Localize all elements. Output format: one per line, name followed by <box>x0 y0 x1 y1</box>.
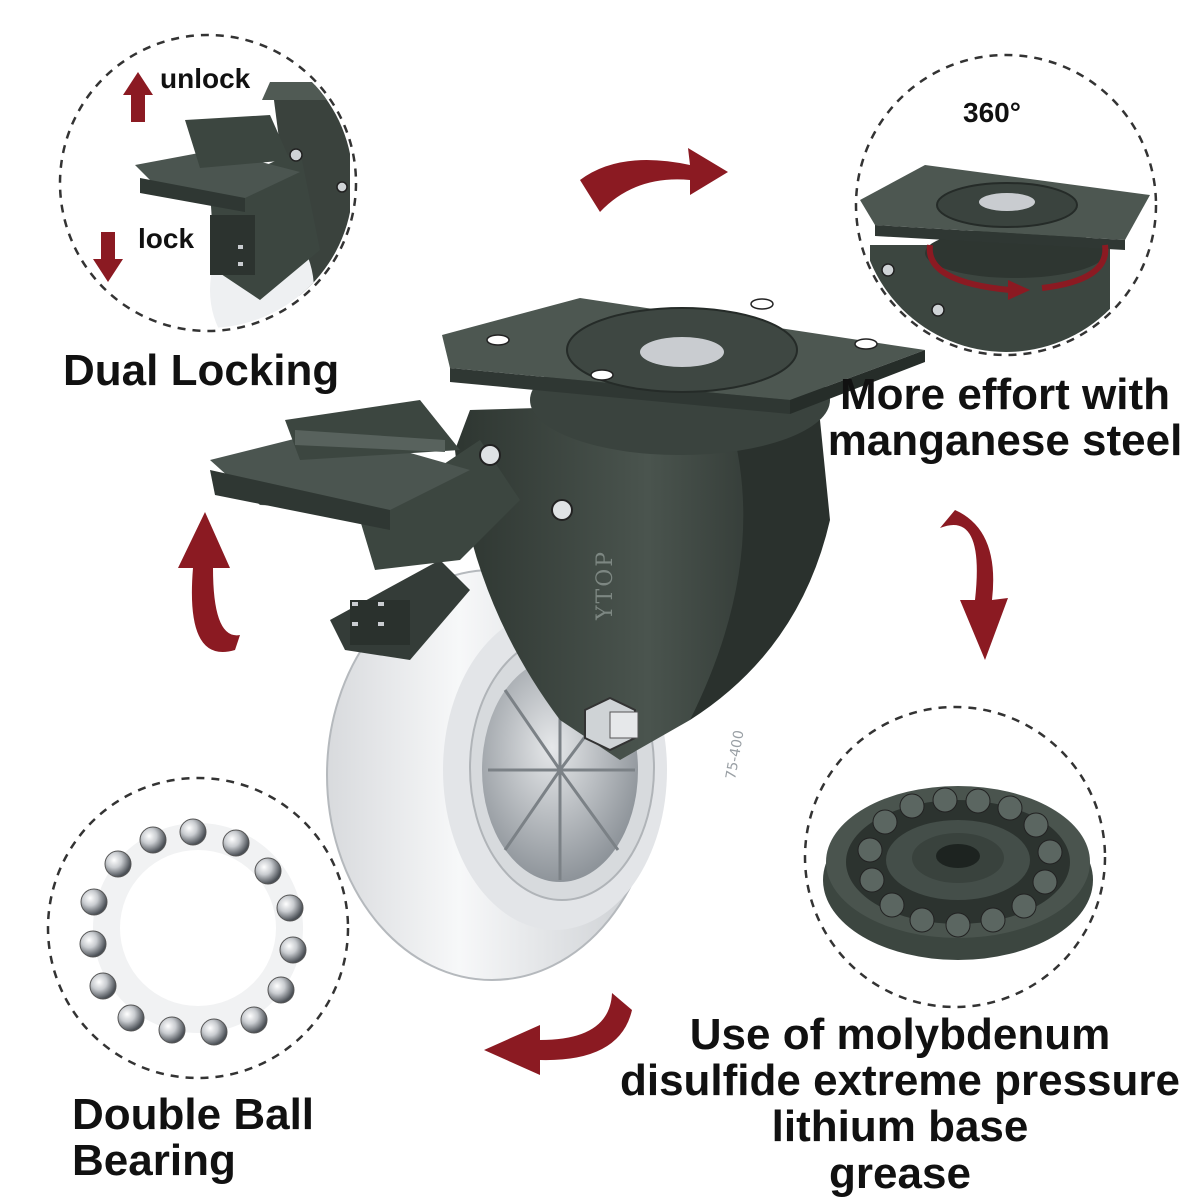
dashed-circle-locking <box>58 33 358 333</box>
steel-caption-line: manganese steel <box>827 416 1183 466</box>
arrow-bottom-left-icon <box>484 993 632 1075</box>
bearing-caption: Double Ball Bearing <box>72 1090 315 1186</box>
dual-locking-label: Dual Locking <box>63 346 340 395</box>
ball-bearing-image <box>79 818 307 1046</box>
unlock-label: unlock <box>160 63 251 94</box>
lock-label: lock <box>138 223 195 254</box>
rivet-icon <box>551 499 573 521</box>
caster-wheel-image: 75-400 <box>210 298 925 981</box>
rivet-icon <box>479 444 501 466</box>
arrow-top-right-icon <box>580 148 728 212</box>
grease-caption-line: lithium base <box>771 1102 1029 1152</box>
grease-caption: Use of molybdenum disulfide extreme pres… <box>600 1010 1200 1198</box>
dashed-circle-grease <box>803 705 1107 1009</box>
dashed-circle-rotation <box>854 53 1158 357</box>
arrow-left-up-icon <box>178 512 240 653</box>
grease-caption-line: grease <box>829 1148 971 1198</box>
grease-caption-line: disulfide extreme pressure <box>619 1056 1180 1106</box>
wheel-marking: 75-400 <box>723 729 747 781</box>
steel-caption-line: More effort with <box>840 370 1170 419</box>
arrow-down-icon <box>93 232 123 282</box>
steel-caption: More effort with manganese steel <box>815 370 1195 466</box>
rotation-label: 360° <box>963 97 1021 128</box>
arrow-up-icon <box>123 72 153 122</box>
brand-mark: YTOP <box>593 550 618 621</box>
arrow-right-down-icon <box>940 510 1008 660</box>
dashed-circle-bearing <box>46 776 350 1080</box>
grease-bearing-image <box>823 786 1093 960</box>
bearing-caption-line: Double Ball <box>72 1090 315 1139</box>
bearing-caption-line: Bearing <box>72 1136 236 1186</box>
swivel-plate-image <box>860 165 1150 352</box>
grease-caption-line: Use of molybdenum <box>689 1010 1111 1059</box>
brake-detail-image <box>93 72 350 328</box>
